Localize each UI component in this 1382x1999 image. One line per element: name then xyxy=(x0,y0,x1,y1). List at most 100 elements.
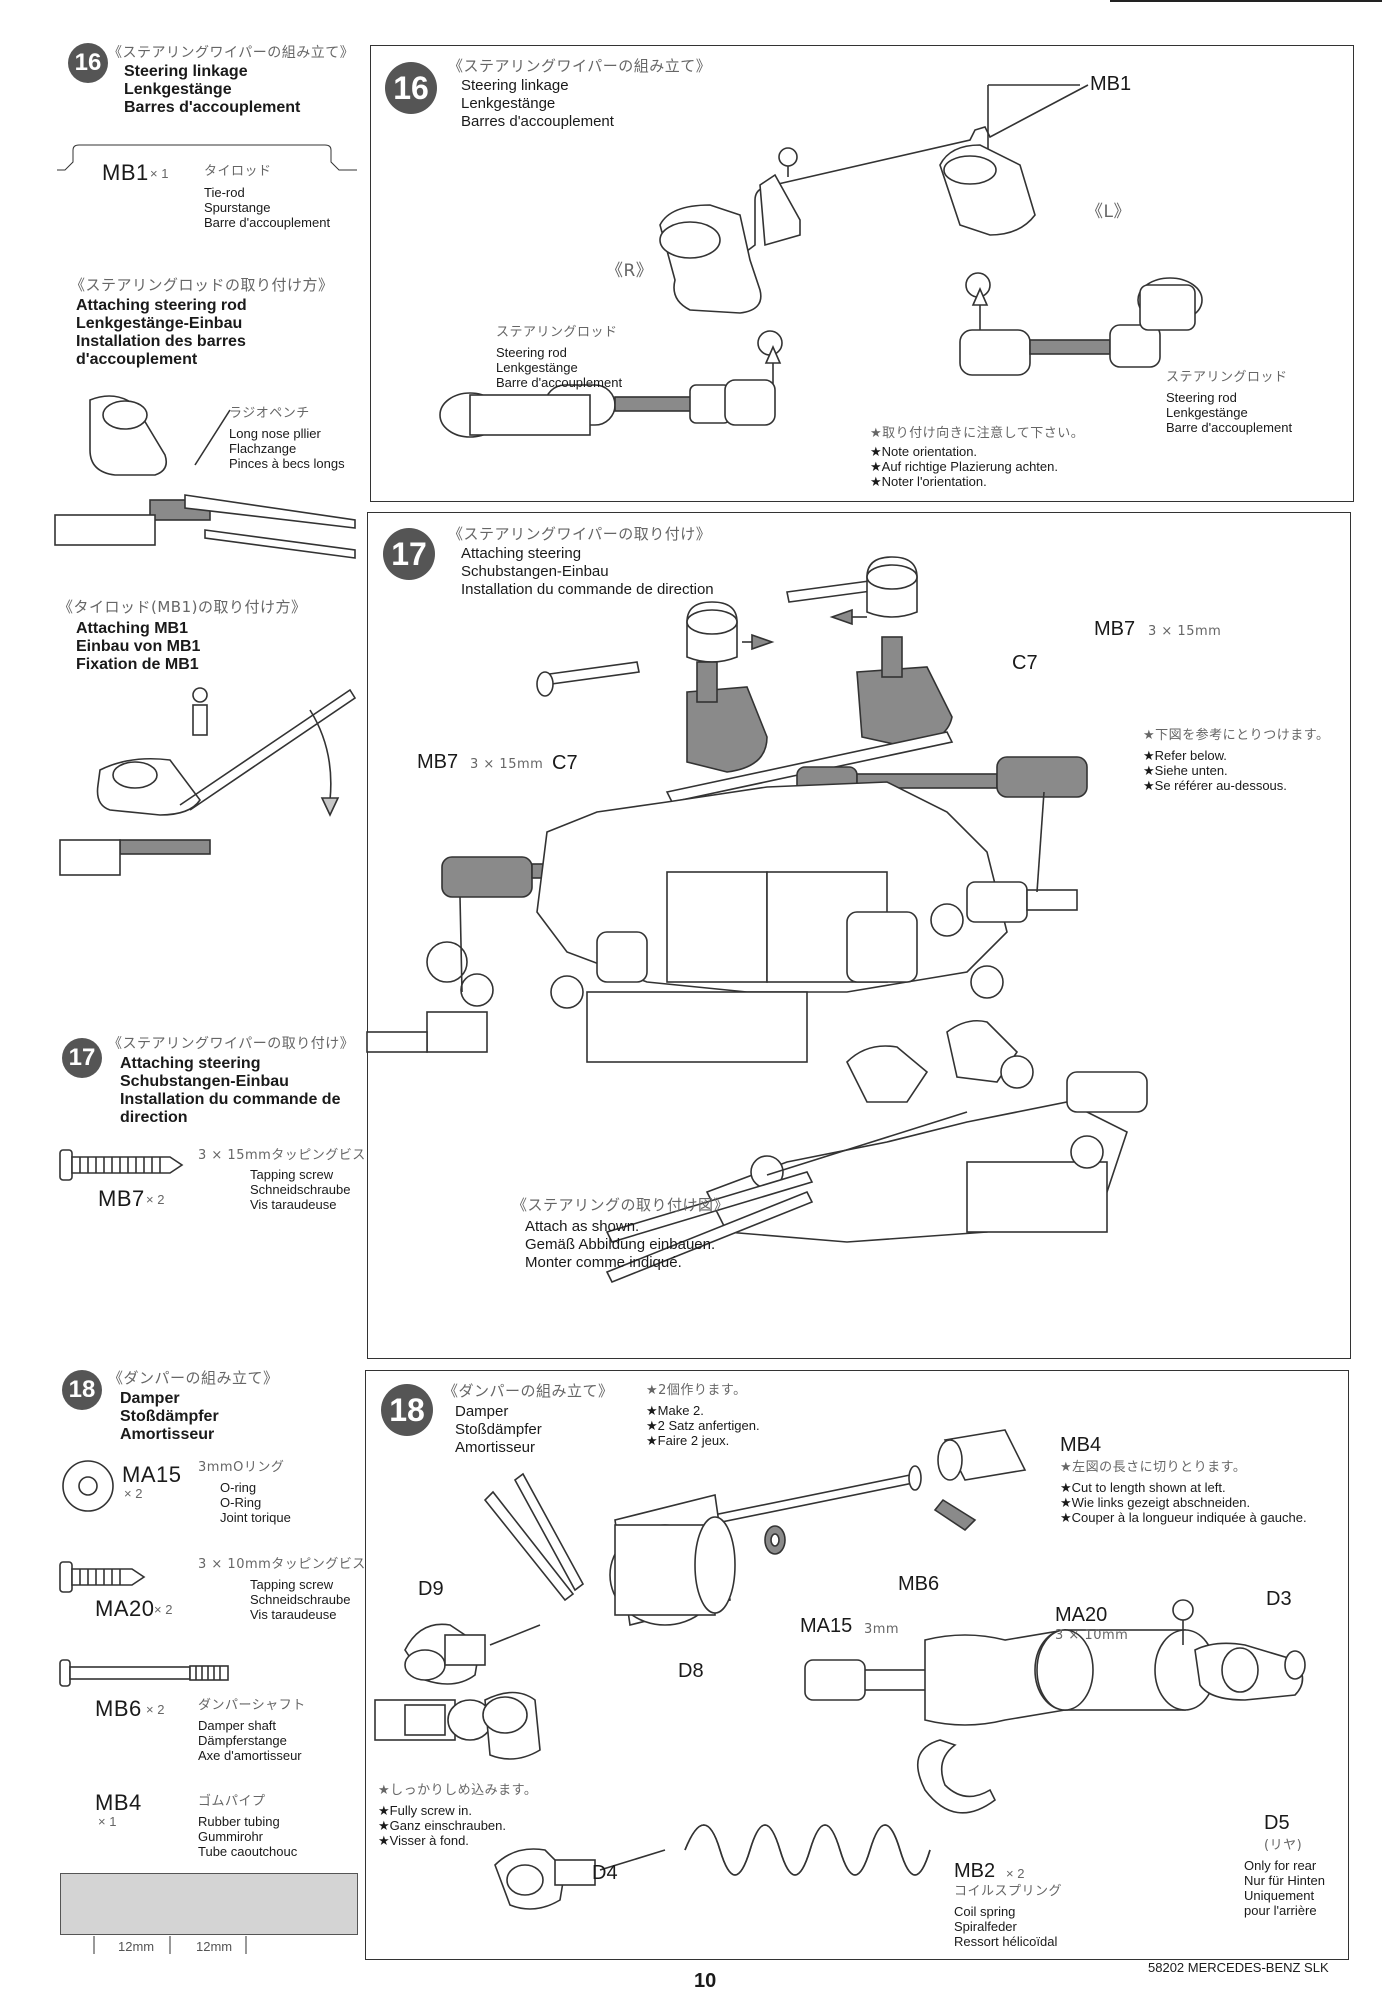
panel-18-mb4-label: MB4 xyxy=(1060,1434,1102,1456)
panel-17-shown-fr: Monter comme indiqué. xyxy=(525,1254,682,1271)
plier-label-en: Long nose pllier xyxy=(229,426,321,441)
panel-18-mb6: MB6 xyxy=(898,1573,940,1595)
ma20-screw-illustration xyxy=(59,1561,146,1593)
panel-17-ref-de: ★Siehe unten. xyxy=(1143,763,1228,778)
panel-17-badge: 17 xyxy=(383,528,435,580)
mb7-screw-illustration xyxy=(59,1149,184,1181)
panel-18-screw-fr: ★Visser à fond. xyxy=(378,1833,469,1848)
rod-attach-title-en: Attaching steering rod xyxy=(76,297,247,314)
panel-16-title-de: Lenkgestänge xyxy=(461,95,556,112)
sidebar-ma15-jp: 3mmOリング xyxy=(198,1460,285,1475)
step-17-title-de: Schubstangen-Einbau xyxy=(120,1073,289,1090)
panel-18-ma20-spec: 3 × 10mm xyxy=(1055,1628,1129,1643)
panel-16-title-fr: Barres d'accouplement xyxy=(461,113,614,130)
panel-18-screw-de: ★Ganz einschrauben. xyxy=(378,1818,507,1833)
panel-18-d5: D5 xyxy=(1264,1812,1290,1834)
step-16-title-de: Lenkgestänge xyxy=(124,81,232,98)
sidebar-mb1-jp: タイロッド xyxy=(204,164,272,179)
rubber-tube-template xyxy=(60,1873,358,1935)
panel-18-frame xyxy=(365,1370,1349,1960)
sidebar-ma15-code: MA15 xyxy=(122,1462,182,1487)
panel-18-screw-en: ★Fully screw in. xyxy=(378,1803,473,1818)
plier-illustration xyxy=(54,395,356,559)
panel-16-rod-left-jp: ステアリングロッド xyxy=(496,325,618,340)
panel-17-mb7-left: MB7 xyxy=(417,751,459,773)
sidebar-mb4-qty: × 1 xyxy=(98,1814,117,1829)
panel-17-ref-jp: ★下図を参考にとりつけます。 xyxy=(1143,728,1330,743)
panel-18-d4: D4 xyxy=(592,1862,618,1884)
panel-18-ma15: MA15 xyxy=(800,1615,853,1637)
panel-18-make-en: ★Make 2. xyxy=(646,1403,704,1418)
panel-18-badge: 18 xyxy=(381,1384,433,1436)
panel-17-mb7-right: MB7 xyxy=(1094,618,1136,640)
page-number: 10 xyxy=(694,1970,717,1992)
header-rule xyxy=(1110,0,1382,2)
rod-attach-title-fr2: d'accouplement xyxy=(76,351,198,368)
sidebar-mb7-spec: 3 × 15mmタッピングビス xyxy=(198,1148,366,1163)
step-18-title-de: Stoßdämpfer xyxy=(120,1408,219,1425)
rod-attach-title-de: Lenkgestänge-Einbau xyxy=(76,315,243,332)
sidebar-mb1-qty: × 1 xyxy=(150,166,169,181)
step-18-title-fr: Amortisseur xyxy=(120,1426,215,1443)
step-16-title-fr: Barres d'accouplement xyxy=(124,99,301,116)
panel-18-ma20: MA20 xyxy=(1055,1604,1108,1626)
sidebar-mb6-jp: ダンパーシャフト xyxy=(198,1698,306,1713)
sidebar-ma20-en: Tapping screw xyxy=(250,1577,334,1592)
panel-18-d3: D3 xyxy=(1266,1588,1292,1610)
panel-18-title-de: Stoßdämpfer xyxy=(455,1421,542,1438)
step-17-title-fr1: Installation du commande de xyxy=(120,1091,341,1108)
panel-16-mb1-label: MB1 xyxy=(1090,73,1132,95)
plier-label-jp: ラジオペンチ xyxy=(229,406,310,421)
panel-16-frame xyxy=(370,45,1354,502)
panel-18-cut-en: ★Cut to length shown at left. xyxy=(1060,1480,1226,1495)
sidebar-ma15-de: O-Ring xyxy=(220,1495,262,1510)
sidebar-mb1-de: Spurstange xyxy=(204,200,271,215)
sidebar-mb7-qty: × 2 xyxy=(146,1192,165,1207)
panel-18-title-en: Damper xyxy=(455,1403,509,1420)
sidebar-mb6-de: Dämpferstange xyxy=(198,1733,287,1748)
sidebar-mb4-code: MB4 xyxy=(95,1790,142,1815)
panel-18-make-jp: ★2個作ります。 xyxy=(646,1383,747,1398)
mb1-attach-title-en: Attaching MB1 xyxy=(76,620,188,637)
panel-16-title-en: Steering linkage xyxy=(461,77,569,94)
tube-dim-1: 12mm xyxy=(118,1939,155,1954)
panel-17-c7-right: C7 xyxy=(1012,652,1038,674)
panel-16-note-jp: ★取り付け向きに注意して下さい。 xyxy=(870,426,1085,441)
panel-17-title-jp: 《ステアリングワイパーの取り付け》 xyxy=(448,525,712,543)
step-18-title-jp: 《ダンパーの組み立て》 xyxy=(108,1369,279,1387)
sidebar-mb1-fr: Barre d'accouplement xyxy=(204,215,331,230)
sidebar-mb7-de: Schneidschraube xyxy=(250,1182,351,1197)
panel-16-illustration xyxy=(439,84,1203,438)
mb1-attach-title-de: Einbau von MB1 xyxy=(76,638,201,655)
step-18-badge: 18 xyxy=(62,1370,102,1410)
sidebar-ma20-de: Schneidschraube xyxy=(250,1592,351,1607)
sidebar-mb4-fr: Tube caoutchouc xyxy=(198,1844,298,1859)
panel-17-title-en: Attaching steering xyxy=(461,545,582,562)
panel-16-r-label: 《R》 xyxy=(606,261,654,281)
panel-17-ref-fr: ★Se référer au-dessous. xyxy=(1143,778,1287,793)
panel-17-mb7-right-spec: 3 × 15mm xyxy=(1148,624,1222,639)
panel-18-title-jp: 《ダンパーの組み立て》 xyxy=(443,1382,614,1400)
sidebar-mb6-qty: × 2 xyxy=(146,1702,165,1717)
step-17-title-fr2: direction xyxy=(120,1109,188,1126)
step-18-title-en: Damper xyxy=(120,1390,180,1407)
sidebar-mb7-fr: Vis taraudeuse xyxy=(250,1197,337,1212)
sidebar-mb4-en: Rubber tubing xyxy=(198,1814,280,1829)
mb1-attach-illustration xyxy=(59,687,357,876)
sidebar-ma15-en: O-ring xyxy=(220,1480,257,1495)
sidebar-mb6-en: Damper shaft xyxy=(198,1718,277,1733)
panel-18-mb2-en: Coil spring xyxy=(954,1904,1016,1919)
panel-16-note-fr: ★Noter l'orientation. xyxy=(870,474,987,489)
sidebar-mb4-jp: ゴムパイプ xyxy=(198,1794,266,1809)
tube-dimension-marks xyxy=(93,1936,247,1954)
panel-18-d5-fr2: pour l'arrière xyxy=(1244,1903,1317,1918)
sidebar-mb7-en: Tapping screw xyxy=(250,1167,334,1182)
sidebar-ma20-qty: × 2 xyxy=(154,1602,173,1617)
panel-18-d5-en: Only for rear xyxy=(1244,1858,1317,1873)
panel-18-mb2: MB2 xyxy=(954,1860,996,1882)
panel-18-title-fr: Amortisseur xyxy=(455,1439,536,1456)
panel-17-shown-en: Attach as shown. xyxy=(525,1218,640,1235)
panel-18-cut-de: ★Wie links gezeigt abschneiden. xyxy=(1060,1495,1251,1510)
sidebar-mb4-de: Gummirohr xyxy=(198,1829,264,1844)
panel-17-illustration xyxy=(366,556,1148,1284)
